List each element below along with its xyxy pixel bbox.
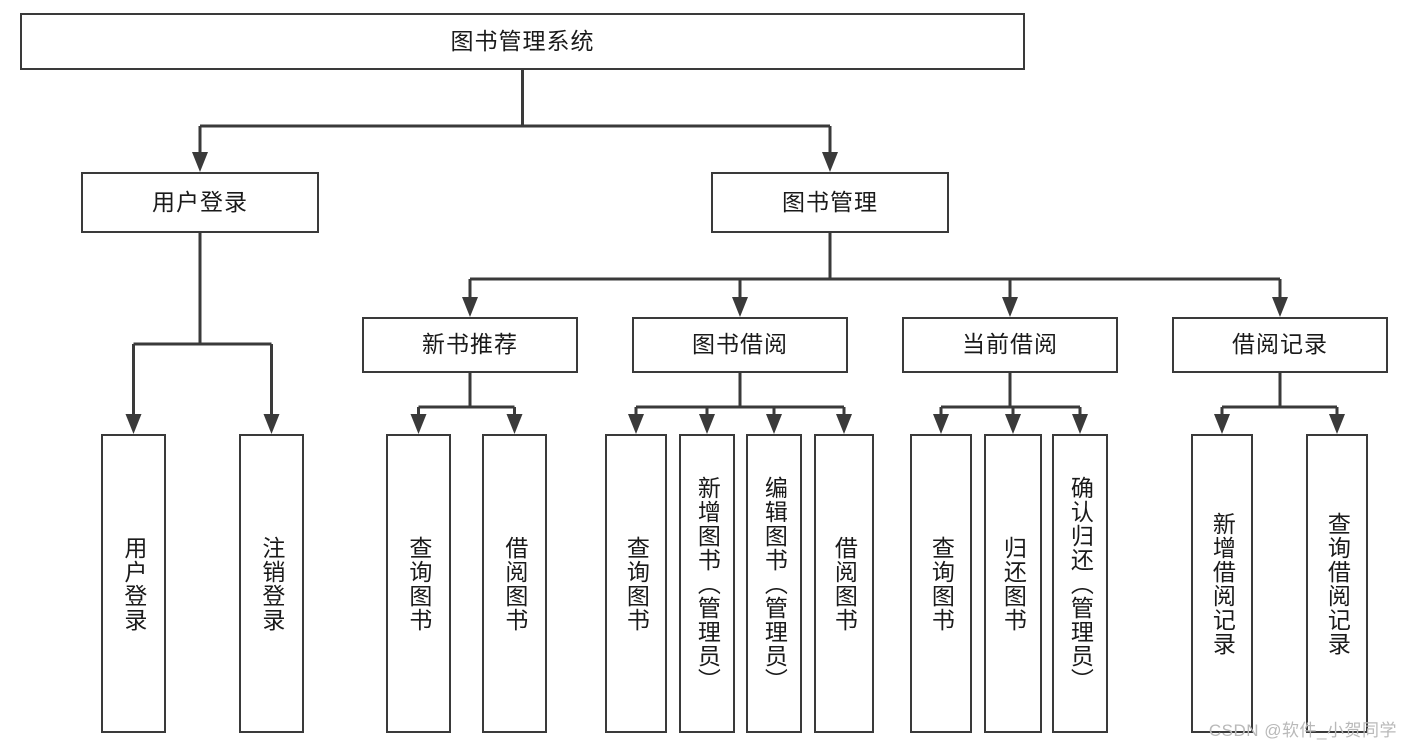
node-l1[interactable]: 用户登录 — [101, 434, 166, 733]
arrowhead-icon — [1329, 414, 1345, 434]
arrowhead-icon — [628, 414, 644, 434]
node-label: 新书推荐 — [422, 331, 518, 358]
node-label: 图书管理系统 — [450, 27, 595, 54]
arrowhead-icon — [410, 414, 427, 434]
node-label: 查询图书 — [928, 535, 955, 632]
node-c3[interactable]: 确认归还（管理员） — [1052, 434, 1108, 733]
arrowhead-icon — [263, 414, 280, 434]
node-label: 借阅图书 — [501, 535, 528, 632]
node-l2[interactable]: 注销登录 — [239, 434, 304, 733]
arrowhead-icon — [462, 297, 478, 317]
arrowhead-icon — [836, 414, 852, 434]
node-r2[interactable]: 查询借阅记录 — [1306, 434, 1368, 733]
node-label: 编辑图书（管理员） — [761, 475, 788, 692]
arrowhead-icon — [699, 414, 715, 434]
node-label: 新增借阅记录 — [1209, 511, 1236, 656]
arrowhead-icon — [1272, 297, 1288, 317]
node-label: 当前借阅 — [962, 331, 1058, 358]
node-label: 图书借阅 — [692, 331, 788, 358]
arrowhead-icon — [732, 297, 748, 317]
node-label: 用户登录 — [152, 188, 248, 215]
node-label: 图书管理 — [782, 188, 878, 215]
node-label: 归还图书 — [1000, 535, 1027, 632]
node-c2[interactable]: 归还图书 — [984, 434, 1042, 733]
node-label: 查询图书 — [405, 535, 432, 632]
node-login[interactable]: 用户登录 — [81, 172, 319, 233]
node-b4[interactable]: 借阅图书 — [814, 434, 874, 733]
arrowhead-icon — [822, 152, 838, 172]
node-label: 借阅记录 — [1232, 331, 1328, 358]
arrowhead-icon — [766, 414, 782, 434]
node-current[interactable]: 当前借阅 — [902, 317, 1118, 373]
node-bookmgmt[interactable]: 图书管理 — [711, 172, 949, 233]
node-records[interactable]: 借阅记录 — [1172, 317, 1388, 373]
node-c1[interactable]: 查询图书 — [910, 434, 972, 733]
node-label: 借阅图书 — [831, 535, 858, 632]
node-b2[interactable]: 新增图书（管理员） — [679, 434, 735, 733]
arrowhead-icon — [933, 414, 949, 434]
arrowhead-icon — [1214, 414, 1230, 434]
arrowhead-icon — [1002, 297, 1018, 317]
node-b1[interactable]: 查询图书 — [605, 434, 667, 733]
arrowhead-icon — [506, 414, 523, 434]
node-root[interactable]: 图书管理系统 — [20, 13, 1025, 70]
node-n2[interactable]: 借阅图书 — [482, 434, 547, 733]
node-r1[interactable]: 新增借阅记录 — [1191, 434, 1253, 733]
node-borrow[interactable]: 图书借阅 — [632, 317, 848, 373]
node-b3[interactable]: 编辑图书（管理员） — [746, 434, 802, 733]
arrowhead-icon — [125, 414, 142, 434]
node-label: 查询图书 — [623, 535, 650, 632]
node-label: 新增图书（管理员） — [694, 475, 721, 692]
node-label: 注销登录 — [258, 535, 285, 632]
node-newbook[interactable]: 新书推荐 — [362, 317, 578, 373]
arrowhead-icon — [1072, 414, 1088, 434]
arrowhead-icon — [1005, 414, 1021, 434]
node-n1[interactable]: 查询图书 — [386, 434, 451, 733]
node-label: 查询借阅记录 — [1324, 511, 1351, 656]
watermark: CSDN @软件_小贺同学 — [1208, 721, 1397, 740]
node-label: 用户登录 — [120, 535, 147, 632]
node-label: 确认归还（管理员） — [1067, 475, 1094, 692]
arrowhead-icon — [192, 152, 208, 172]
